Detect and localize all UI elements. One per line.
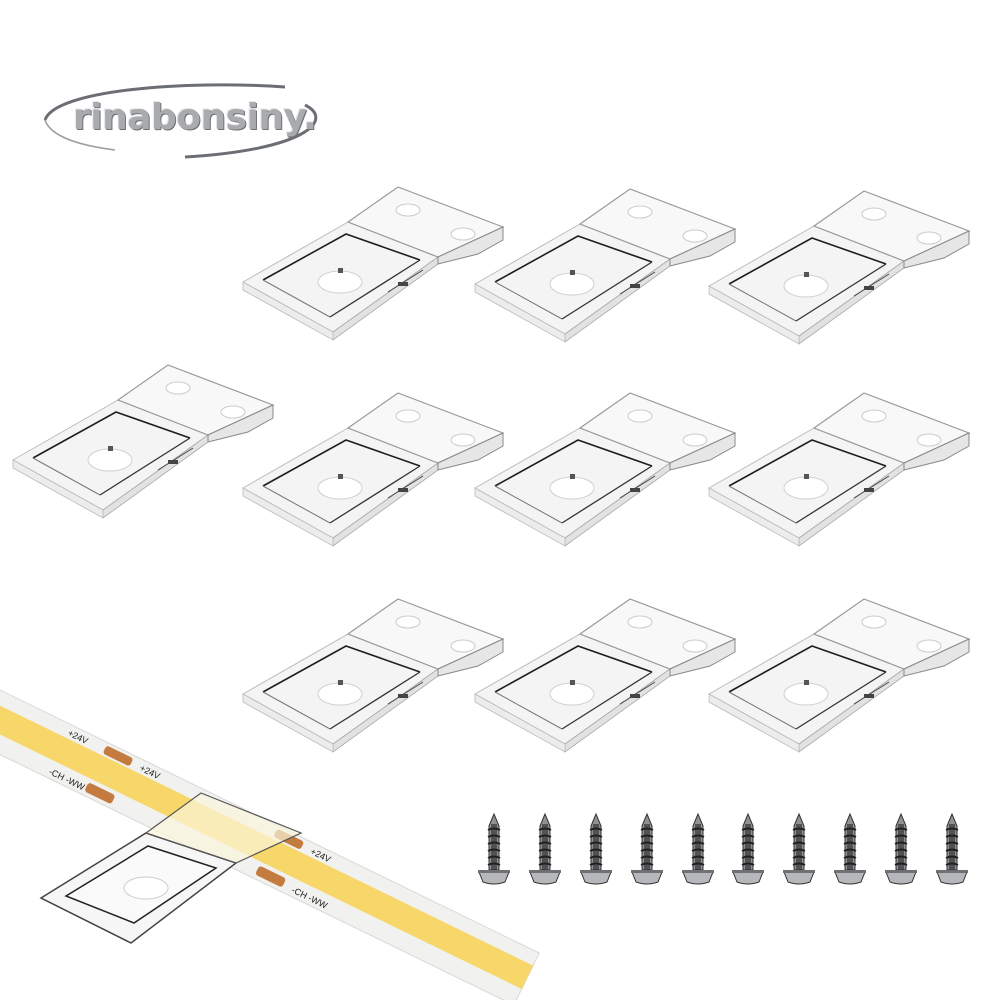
led-strip-clip [238, 182, 508, 362]
mounted-clip [36, 778, 306, 958]
screw-icon [528, 812, 561, 885]
led-strip-clip [704, 186, 974, 366]
screw-icon [478, 812, 510, 885]
screw-icon [935, 812, 968, 885]
led-strip-clip [470, 388, 740, 568]
svg-text:+24V: +24V [309, 846, 333, 864]
screw-icon [834, 812, 867, 885]
led-strip-clip [704, 388, 974, 568]
led-strip-clip [238, 388, 508, 568]
screw-icon [630, 812, 663, 885]
brand-logo: rinabonsiny. [35, 75, 335, 165]
led-strip-clip [704, 594, 974, 774]
screw-icon [732, 812, 765, 885]
screw-icon [579, 812, 612, 885]
logo-swoosh-icon [43, 83, 318, 159]
screw-icon [681, 812, 714, 885]
led-strip-clip [470, 594, 740, 774]
led-strip-clip [238, 594, 508, 774]
logo-text: rinabonsiny. [73, 97, 317, 138]
svg-text:+24V: +24V [66, 728, 90, 746]
led-strip-clip [470, 184, 740, 364]
screw-icon [783, 812, 816, 885]
screw-set [478, 812, 968, 892]
screw-icon [885, 812, 917, 885]
led-strip-clip [8, 360, 278, 540]
